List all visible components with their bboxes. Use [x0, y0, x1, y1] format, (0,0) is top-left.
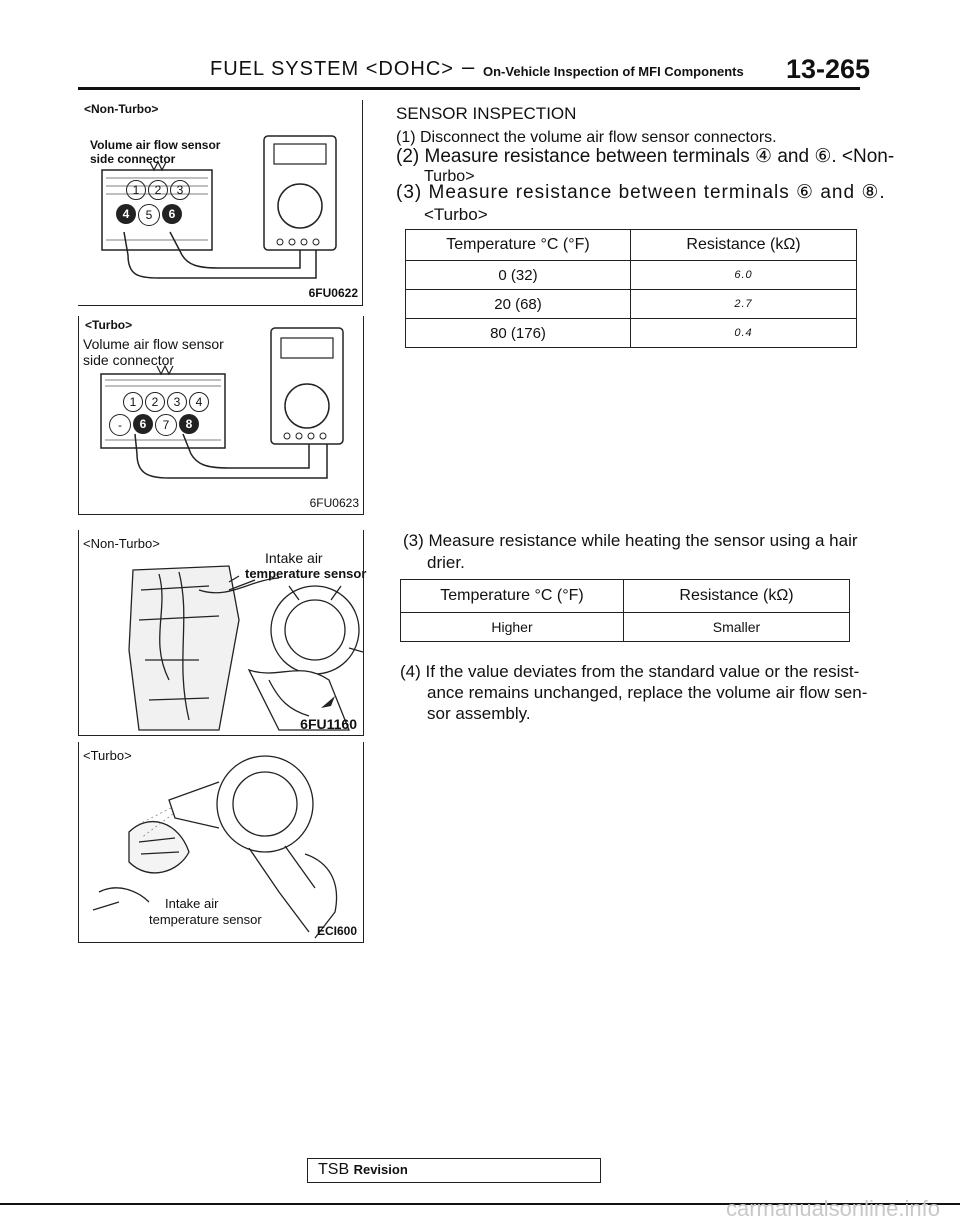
terminal-row-bottom: 4 5 6: [116, 204, 182, 226]
watermark: carmanualsonline.info: [725, 1196, 940, 1221]
tsb-text: TSB: [318, 1161, 350, 1178]
figure-label: <Non-Turbo>: [84, 102, 159, 116]
cell-resistance: 2.7: [630, 289, 857, 319]
figure-caption-line2: side connector: [83, 352, 175, 368]
figure-caption-line1: Intake air: [165, 896, 219, 911]
figure-caption-line2: temperature sensor: [245, 566, 367, 581]
header-temperature: Temperature °C (°F): [400, 579, 624, 613]
step-4-line3: sor assembly.: [427, 704, 531, 723]
terminal: 2: [145, 392, 165, 412]
heat-step-line2: drier.: [427, 553, 465, 572]
cell-temperature: 20 (68): [405, 289, 631, 319]
heating-resistance-table: Temperature °C (°F) Resistance (kΩ) High…: [400, 579, 850, 642]
step-1: (1) Disconnect the volume air flow senso…: [396, 129, 777, 146]
header-resistance: Resistance (kΩ): [630, 229, 857, 261]
terminal: 1: [123, 392, 143, 412]
page-number: 13-265: [786, 54, 871, 84]
terminal-highlighted: 6: [133, 414, 153, 434]
header-temperature: Temperature °C (°F): [405, 229, 631, 261]
footer-rule: [0, 1203, 960, 1205]
connector-multimeter-drawing: [100, 327, 344, 479]
figure-label: <Non-Turbo>: [83, 536, 160, 551]
terminal: 3: [167, 392, 187, 412]
cell-temperature: Higher: [400, 612, 624, 642]
step-2-line2: Turbo>: [424, 168, 475, 185]
header-resistance: Resistance (kΩ): [623, 579, 850, 613]
step-2-line1: (2) Measure resistance between terminals…: [396, 146, 895, 167]
terminal: -: [109, 414, 131, 436]
resistance-table: Temperature °C (°F) Resistance (kΩ) 0 (3…: [405, 229, 857, 348]
terminal-row-top: 1 2 3: [126, 180, 190, 200]
figure-label: <Turbo>: [85, 318, 133, 332]
figure-code: 6FU1160: [300, 716, 357, 732]
figure-caption-line2: side connector: [90, 152, 176, 166]
section-title: FUEL SYSTEM <DOHC>: [210, 58, 454, 80]
table-row: 20 (68) 2.7: [405, 289, 857, 319]
table-row: Higher Smaller: [400, 612, 850, 642]
cell-temperature: 0 (32): [405, 260, 631, 290]
inspection-heading: SENSOR INSPECTION: [396, 104, 577, 123]
title-dash: –: [462, 54, 475, 79]
connector-multimeter-drawing: [101, 135, 337, 279]
figure-caption-line1: Volume air flow sensor: [83, 336, 224, 352]
header-rule: [78, 87, 860, 90]
section-subtitle: On-Vehicle Inspection of MFI Components: [483, 64, 744, 79]
engine-hair-drier-illustration: [128, 565, 363, 731]
table-header-row: Temperature °C (°F) Resistance (kΩ): [400, 579, 850, 613]
figure-turbo-connector: <Turbo> Volume air flow sensor side conn…: [78, 316, 364, 515]
terminal-highlighted: 4: [116, 204, 136, 224]
cell-resistance: 0.4: [630, 318, 857, 348]
figure-turbo-heating: <Turbo> Intake air temperature sensor EC…: [78, 742, 364, 943]
hair-drier-illustration: [92, 755, 338, 939]
figure-non-turbo-connector: <Non-Turbo> Volume air flow sensor side …: [78, 100, 363, 306]
cell-resistance: Smaller: [623, 612, 850, 642]
terminal-row-bottom: - 6 7 8: [109, 414, 199, 436]
terminal: 4: [189, 392, 209, 412]
step-3-line1: (3) Measure resistance between terminals…: [396, 182, 886, 203]
terminal: 3: [170, 180, 190, 200]
figure-caption-line1: Volume air flow sensor: [90, 138, 221, 152]
figure-code: ECI600: [316, 924, 357, 938]
tsb-revision-box: TSB Revision: [307, 1158, 601, 1183]
terminal-row-top: 1 2 3 4: [123, 392, 209, 412]
step-4-line1: (4) If the value deviates from the stand…: [400, 662, 860, 681]
figure-code: 6FU0623: [309, 496, 359, 510]
terminal-highlighted: 6: [162, 204, 182, 224]
table-row: 80 (176) 0.4: [405, 318, 857, 348]
terminal: 2: [148, 180, 168, 200]
table-header-row: Temperature °C (°F) Resistance (kΩ): [405, 229, 857, 261]
step-4-line2: ance remains unchanged, replace the volu…: [427, 683, 868, 702]
figure-label: <Turbo>: [83, 748, 132, 763]
terminal: 7: [155, 414, 177, 436]
figure-caption-line1: Intake air: [265, 550, 323, 566]
terminal-highlighted: 8: [179, 414, 199, 434]
table-row: 0 (32) 6.0: [405, 260, 857, 290]
revision-text: Revision: [353, 1162, 408, 1177]
figure-non-turbo-heating: <Non-Turbo> Intake air temperature senso…: [78, 530, 367, 736]
cell-temperature: 80 (176): [405, 318, 631, 348]
figure-caption-line2: temperature sensor: [149, 912, 262, 927]
cell-resistance: 6.0: [630, 260, 857, 290]
heat-step-line1: (3) Measure resistance while heating the…: [403, 531, 858, 550]
tsb-label: TSB Revision: [318, 1161, 408, 1179]
terminal: 1: [126, 180, 146, 200]
terminal: 5: [138, 204, 160, 226]
figure-code: 6FU0622: [308, 286, 358, 300]
step-3-line2: <Turbo>: [424, 205, 488, 224]
